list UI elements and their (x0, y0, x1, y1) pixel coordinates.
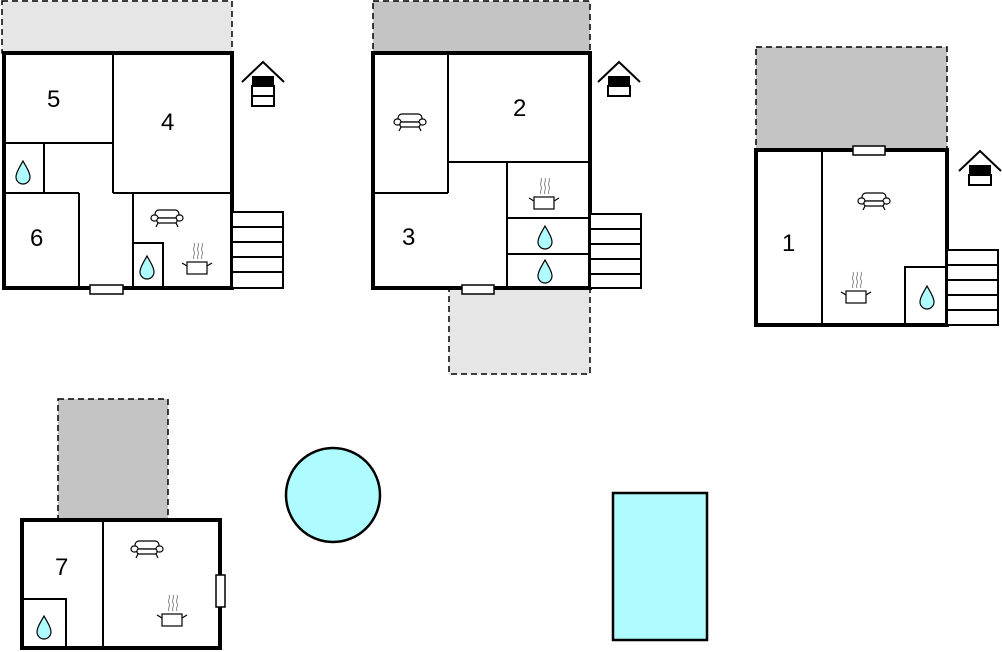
window-icon (461, 284, 495, 295)
cooking-pot-icon (156, 594, 188, 627)
house-outline (20, 518, 222, 650)
room-label-6: 6 (30, 225, 43, 252)
round-pool (284, 446, 382, 544)
room-label-5: 5 (47, 86, 60, 113)
cooking-pot-icon (528, 177, 560, 210)
terrace (57, 398, 169, 521)
house-icon (958, 150, 1002, 186)
terrace (372, 0, 591, 54)
window-icon (852, 145, 886, 156)
house-outline (371, 51, 592, 290)
drop-icon (537, 259, 553, 284)
house-b: 2 3 (371, 0, 642, 375)
house-icon (597, 61, 641, 97)
window-icon (89, 284, 124, 295)
house-outline (754, 148, 949, 327)
sofa-icon (393, 113, 427, 132)
house-d: 7 (20, 398, 226, 650)
house-outline (2, 51, 234, 290)
sofa-icon (150, 209, 184, 228)
drop-icon (139, 255, 155, 280)
stairs-icon (589, 213, 642, 289)
terrace (1, 0, 233, 54)
rectangular-pool (611, 491, 709, 642)
terrace (448, 287, 591, 375)
house-icon (241, 61, 285, 107)
cooking-pot-icon (840, 271, 872, 304)
window-icon (215, 574, 226, 608)
sofa-icon (857, 192, 891, 211)
stairs-icon (231, 211, 284, 289)
room-label-3: 3 (402, 224, 415, 251)
room-label-7: 7 (55, 554, 68, 581)
house-a: 5 4 6 (1, 0, 285, 295)
room-label-4: 4 (161, 109, 174, 136)
drop-icon (15, 160, 31, 185)
terrace (755, 46, 948, 151)
drop-icon (919, 285, 935, 310)
drop-icon (36, 615, 52, 640)
sofa-icon (130, 540, 164, 559)
room-label-2: 2 (513, 95, 526, 122)
stairs-icon (946, 249, 999, 326)
house-c: 1 (754, 46, 1002, 327)
drop-icon (537, 225, 553, 250)
cooking-pot-icon (181, 242, 213, 275)
room-label-1: 1 (782, 230, 795, 257)
